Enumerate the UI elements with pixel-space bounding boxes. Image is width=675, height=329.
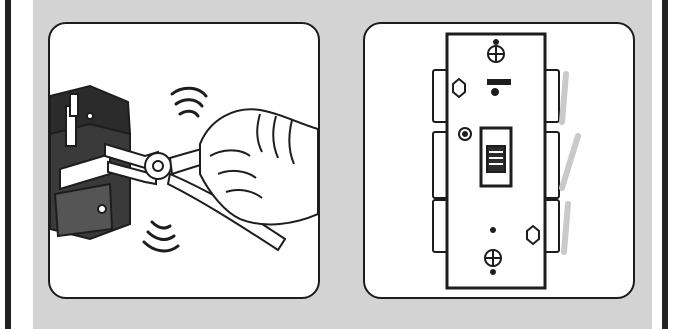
switch-device-icon	[50, 86, 130, 239]
rivet-icon	[490, 227, 496, 233]
hex-nut-icon	[453, 79, 465, 97]
hex-nut-icon	[527, 226, 539, 244]
toggle-lever-icon	[481, 128, 511, 186]
panel-switch-breakaway-tabs	[363, 22, 635, 299]
breakaway-marks-icon	[562, 74, 578, 252]
panel-pliers-bending	[48, 22, 320, 299]
right-border-rail	[662, 0, 668, 329]
ground-screw-icon	[459, 128, 471, 140]
pliers-illustration	[50, 24, 318, 297]
switch-illustration	[365, 24, 633, 297]
left-border-rail	[5, 0, 11, 329]
